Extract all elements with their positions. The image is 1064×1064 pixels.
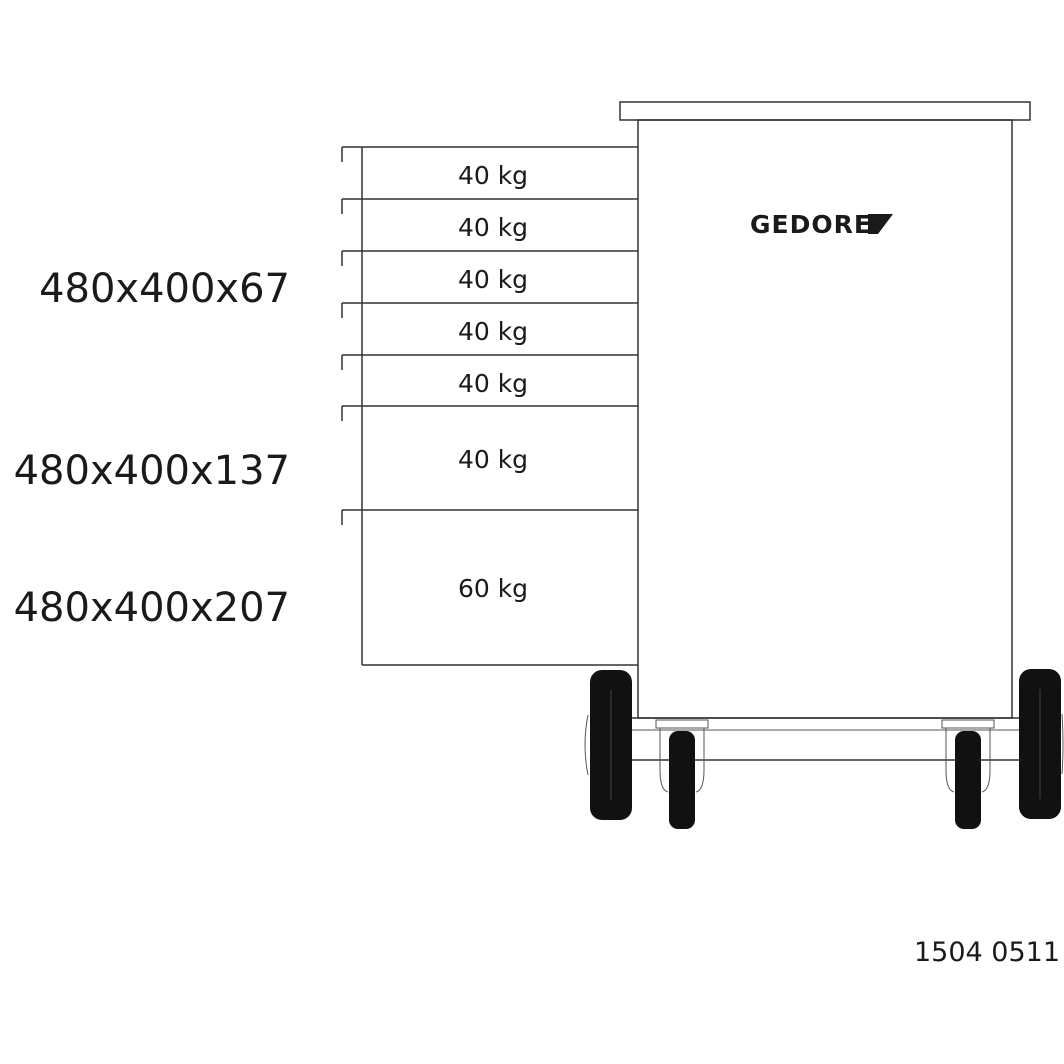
wheel-rear-left [584,670,632,820]
drawer-load-label: 40 kg [458,317,528,346]
dimension-label-small-drawer: 480x400x67 [39,266,290,312]
drawer-load-label: 40 kg [458,161,528,190]
drawer-5: 40 kg [341,354,638,398]
drawer-4: 40 kg [341,302,638,346]
worktop [619,101,1031,121]
dimension-label-large-drawer: 480x400x207 [14,585,290,631]
drawer-load-label: 40 kg [458,369,528,398]
drawer-1: 40 kg [341,146,638,190]
drawer-stack: 40 kg 40 kg 40 kg 40 kg 40 kg 40 kg [341,146,638,666]
drawer-3: 40 kg [341,250,638,294]
dimension-label-medium-drawer: 480x400x137 [14,448,290,494]
drawer-load-label: 40 kg [458,213,528,242]
drawer-2: 40 kg [341,198,638,242]
brand-logo: GEDORE [750,210,893,239]
brand-logo-wedge-icon [868,214,893,234]
drawer-load-label: 40 kg [458,445,528,474]
castor-bracket-left [655,719,709,793]
wheel-rear-right [1019,669,1064,819]
drawer-load-label: 40 kg [458,265,528,294]
drawer-load-label: 60 kg [458,574,528,603]
drawer-7: 60 kg [341,509,638,603]
article-number: 1504 0511 [914,937,1060,968]
castor-wheel-left [669,731,695,829]
castor-bracket-right [941,719,995,793]
drawer-6: 40 kg [341,405,638,474]
brand-logo-text: GEDORE [750,210,872,239]
castor-wheel-right [955,731,981,829]
